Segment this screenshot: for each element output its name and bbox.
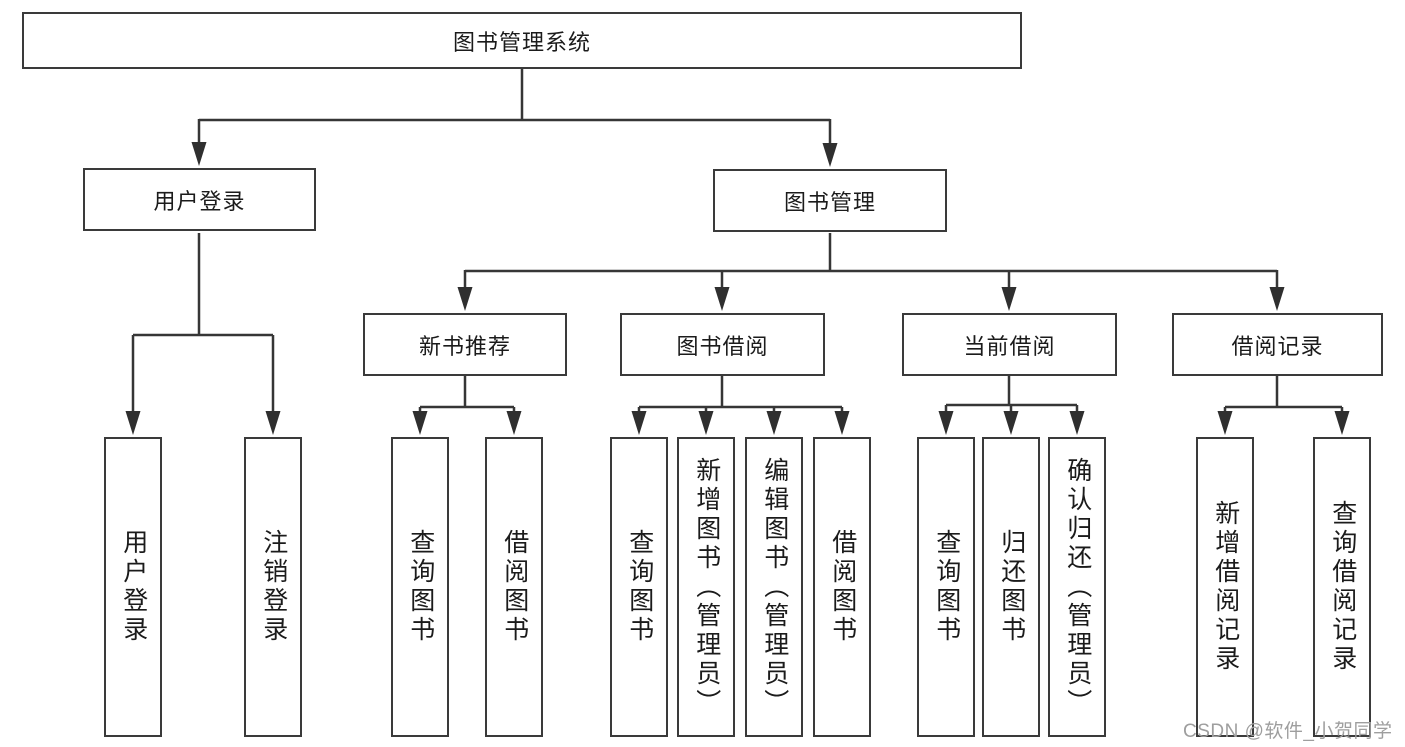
node-label: 当前借阅: [963, 333, 1056, 359]
leaf-label: 查询图书: [406, 529, 435, 645]
leaf-label: 新增借阅记录: [1211, 500, 1240, 674]
arrow-down-icon: [1334, 411, 1350, 435]
arrow-down-icon: [506, 411, 522, 435]
arrow-down-icon: [1069, 411, 1085, 435]
arrow-down-icon: [822, 143, 838, 167]
leaf-label: 用户登录: [119, 529, 148, 645]
connector-paths: [131, 69, 1344, 413]
arrow-down-icon: [125, 411, 141, 435]
leaf-add-books-admin: 新增图书（管理员）: [677, 437, 735, 737]
node-label: 借阅记录: [1231, 333, 1324, 359]
arrow-down-icon: [1217, 411, 1233, 435]
node-borrow-record: 借阅记录: [1172, 313, 1383, 376]
leaf-return-books: 归还图书: [982, 437, 1040, 737]
leaf-label: 确认归还（管理员）: [1063, 456, 1092, 718]
leaf-label: 借阅图书: [828, 529, 857, 645]
arrow-down-icon: [1003, 411, 1019, 435]
arrow-down-icon: [1269, 287, 1285, 311]
leaf-confirm-return-admin: 确认归还（管理员）: [1048, 437, 1106, 737]
arrow-down-icon: [834, 411, 850, 435]
leaf-logout: 注销登录: [244, 437, 302, 737]
node-label: 图书管理系统: [452, 29, 591, 55]
leaf-label: 查询借阅记录: [1328, 500, 1357, 674]
arrow-down-icon: [714, 287, 730, 311]
leaf-query-books-current: 查询图书: [917, 437, 975, 737]
node-new-book-recommend: 新书推荐: [363, 313, 567, 376]
node-current-borrow: 当前借阅: [902, 313, 1117, 376]
node-book-borrow: 图书借阅: [620, 313, 825, 376]
arrow-down-icon: [631, 411, 647, 435]
arrow-down-icon: [265, 411, 281, 435]
arrow-down-icon: [412, 411, 428, 435]
leaf-label: 借阅图书: [500, 529, 529, 645]
leaf-edit-books-admin: 编辑图书（管理员）: [745, 437, 803, 737]
node-label: 图书借阅: [676, 333, 769, 359]
leaf-user-login: 用户登录: [104, 437, 162, 737]
leaf-borrow-books: 借阅图书: [813, 437, 871, 737]
leaf-add-borrow-record: 新增借阅记录: [1196, 437, 1254, 737]
leaf-query-borrow-record: 查询借阅记录: [1313, 437, 1371, 737]
node-label: 用户登录: [153, 188, 246, 214]
leaf-query-books-recommend: 查询图书: [391, 437, 449, 737]
node-root-system: 图书管理系统: [22, 12, 1022, 69]
arrow-down-icon: [191, 142, 207, 166]
arrow-down-icon: [766, 411, 782, 435]
leaf-label: 注销登录: [259, 529, 288, 645]
leaf-query-books-borrow: 查询图书: [610, 437, 668, 737]
leaf-label: 归还图书: [997, 529, 1026, 645]
leaf-label: 新增图书（管理员）: [692, 456, 721, 718]
arrowhead-icons: [125, 142, 1350, 435]
arrow-down-icon: [1001, 287, 1017, 311]
leaf-label: 查询图书: [625, 529, 654, 645]
csdn-watermark: CSDN @软件_小贺同学: [1183, 721, 1393, 742]
node-label: 图书管理: [783, 189, 876, 215]
leaf-label: 编辑图书（管理员）: [760, 456, 789, 718]
leaf-borrow-books-recommend: 借阅图书: [485, 437, 543, 737]
arrow-down-icon: [457, 287, 473, 311]
node-user-login: 用户登录: [83, 168, 316, 231]
node-book-management: 图书管理: [713, 169, 947, 232]
arrow-down-icon: [698, 411, 714, 435]
arrow-down-icon: [938, 411, 954, 435]
leaf-label: 查询图书: [932, 529, 961, 645]
node-label: 新书推荐: [418, 333, 511, 359]
